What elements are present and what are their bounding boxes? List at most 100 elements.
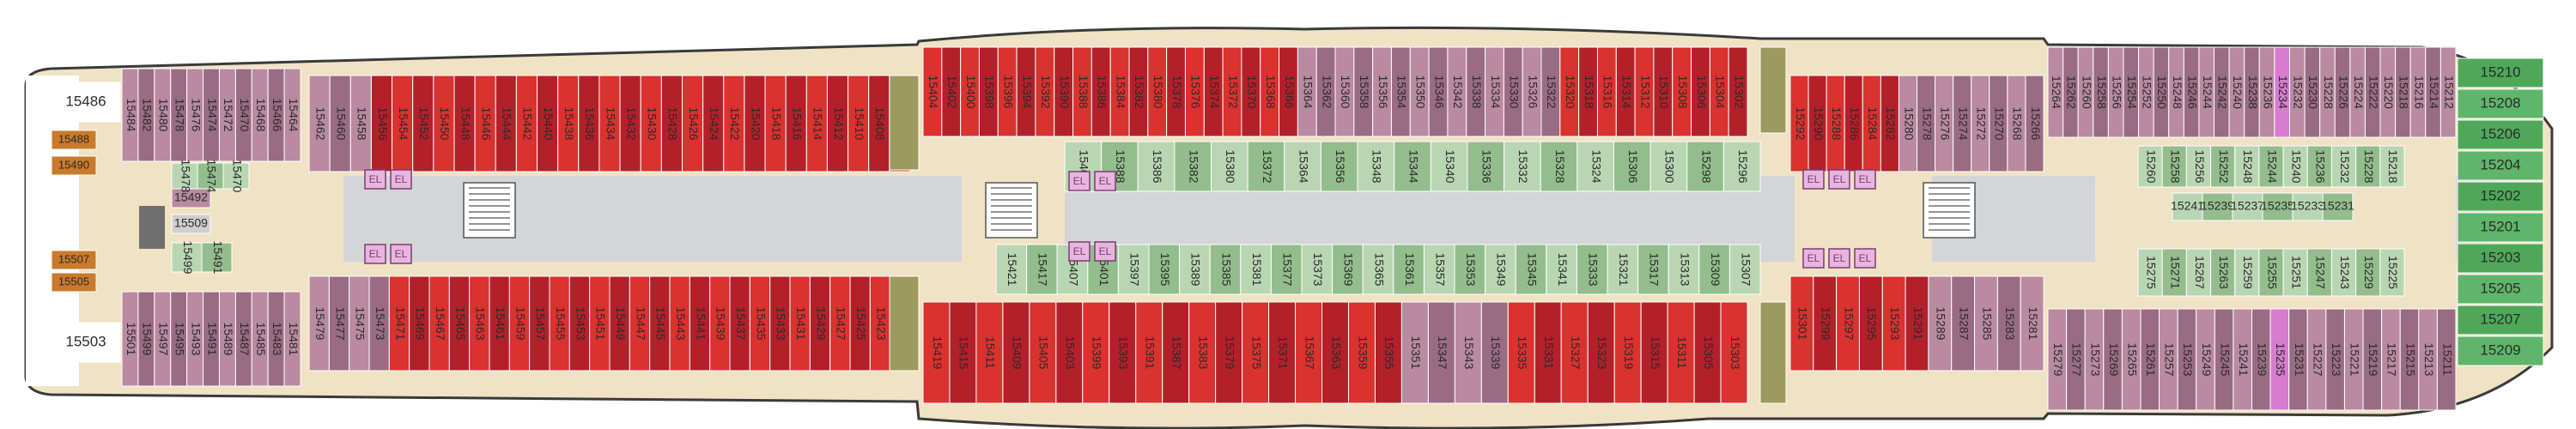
- cabin-aft-inner-bottom: 15243: [2330, 248, 2357, 297]
- cabin-number: 15304: [1714, 76, 1728, 109]
- cabin-number: 15269: [2107, 343, 2121, 377]
- cabin-foremid-bottom: 15479: [308, 275, 330, 372]
- cabin-number: 15302: [1732, 76, 1746, 109]
- elevator-icon: EL: [390, 244, 412, 264]
- cabin-number: 15433: [775, 307, 788, 341]
- cabin-number: 15478: [173, 99, 186, 132]
- cabin-number: 15437: [734, 307, 748, 341]
- cabin-foremid-bottom: 15461: [489, 275, 510, 372]
- cabin-number: 15251: [2289, 256, 2303, 289]
- cabin-box: [1996, 275, 2021, 372]
- cabin-forward-bottom: 15487: [234, 291, 252, 387]
- cabin-foremid-bottom: 15455: [549, 275, 570, 372]
- cabin-number: 15334: [1489, 76, 1503, 109]
- cabin-number: 15495: [173, 323, 186, 356]
- stairs-icon: [1923, 182, 1976, 239]
- cabin-aft-top: 15232: [2288, 46, 2306, 138]
- cabin-mid-top: 15378: [1166, 46, 1186, 137]
- cabin-number: 15403: [1064, 336, 1078, 370]
- cabin-olive: [1759, 301, 1787, 404]
- cabin-number: 15505: [58, 275, 89, 287]
- cabin-number: 15271: [2169, 256, 2183, 289]
- cabin-number: 15201: [2480, 218, 2520, 234]
- cabin-number: 15231: [2321, 199, 2354, 213]
- cabin-number: 15395: [1158, 253, 1172, 287]
- cabin-mid-bottom: 15387: [1162, 301, 1190, 404]
- cabin-box: [2457, 243, 2544, 274]
- cabin-number: 15217: [2385, 343, 2399, 377]
- cabin-aft-bottom: 15213: [2418, 308, 2438, 411]
- cabin-aft-bottom: 15231: [2288, 308, 2308, 411]
- cabin-aft-bottom: 15239: [2251, 308, 2271, 411]
- cabin-mid-top: 15346: [1428, 46, 1449, 137]
- cabin-box: [1055, 301, 1084, 404]
- cabin-number: 15371: [1276, 336, 1290, 370]
- cabin-number: 15231: [2293, 343, 2306, 377]
- elevator-glyph: EL: [1859, 173, 1872, 185]
- cabin-number: 15357: [1433, 253, 1447, 287]
- cabin-number: 15465: [453, 307, 467, 341]
- cabin-foremid-bottom: 15439: [709, 275, 731, 372]
- elevator-box: [1094, 241, 1116, 262]
- cabin-number: 15280: [1902, 107, 1916, 141]
- cabin-foremid-bottom: 15463: [469, 275, 490, 372]
- cabin-box: [2185, 145, 2212, 188]
- cabin-number: 15468: [254, 99, 268, 132]
- cabin-number: 15242: [2216, 76, 2230, 109]
- cabin-box: [2306, 248, 2332, 297]
- cabin-mid-top: 15398: [978, 46, 999, 137]
- cabin-number: 15324: [1589, 150, 1603, 184]
- cabin-mid-bottom: 15303: [1720, 301, 1748, 404]
- cabin-mid-inner-bottom: 15313: [1668, 244, 1700, 295]
- elevator-glyph: EL: [1073, 175, 1086, 187]
- cabin-foremid-top: 15420: [744, 75, 766, 172]
- cabin-mid-inner-bottom: 15397: [1117, 244, 1150, 295]
- cabin-number: 15445: [654, 307, 668, 341]
- cabin-number: 15490: [58, 158, 89, 171]
- cabin-aft-inner-bottom: 15255: [2258, 248, 2284, 297]
- cabin-number: 15331: [1542, 336, 1556, 370]
- cabin-number: 15305: [1702, 336, 1716, 370]
- cabin-forward: 15503: [51, 322, 121, 363]
- cabin-mid-top: 15394: [1016, 46, 1036, 137]
- cabin-number: 15312: [1638, 76, 1652, 109]
- cabin-number: 15288: [1830, 107, 1844, 141]
- cabin-number: 15259: [2241, 256, 2255, 289]
- cabin-mid-top: 15404: [922, 46, 943, 137]
- cabin-box: [723, 75, 745, 172]
- cabin-mid-bottom: 15383: [1188, 301, 1217, 404]
- cabin-mid-inner-bottom: 15361: [1393, 244, 1425, 295]
- cabin-number: 15354: [1395, 76, 1409, 109]
- cabin-number: 15284: [1866, 107, 1880, 141]
- cabin-foremid-top: 15412: [826, 75, 849, 172]
- cabin-aft-bottom: 15249: [2196, 308, 2215, 411]
- cabin-mid-inner-top: 15348: [1357, 141, 1395, 192]
- cabin-aftmid-bottom: 15293: [1881, 275, 1906, 372]
- elevator-icon: EL: [1094, 241, 1116, 262]
- cabin-number: 15364: [1302, 76, 1315, 109]
- cabin-box: [412, 75, 434, 172]
- cabin-mid-inner-bottom: 15317: [1637, 244, 1669, 295]
- cabin-number: 15408: [873, 107, 887, 141]
- cabin-number: 15420: [749, 107, 762, 141]
- cabin-foremid-bottom: 15437: [729, 275, 750, 372]
- cabin-aft-top: 15226: [2334, 46, 2350, 138]
- cabin-box: [51, 82, 121, 123]
- cabin-aftmid-top: 15268: [2007, 75, 2026, 172]
- cabin-mid-inner-bottom: 15395: [1148, 244, 1181, 295]
- cabin-box: [1722, 141, 1761, 192]
- cabin-aft-top: 15264: [2047, 46, 2063, 138]
- cabin-mid-top: 15370: [1241, 46, 1261, 137]
- cabin-mid-bottom: 15359: [1347, 301, 1376, 404]
- cabin-box: [1974, 275, 1998, 372]
- cabin-foremid-top: 15444: [495, 75, 517, 172]
- cabin-mid-inner-bottom: 15309: [1698, 244, 1730, 295]
- cabin-box: [868, 75, 890, 172]
- cabin-foremid-bottom: 15429: [809, 275, 831, 372]
- cabin-aft-bottom: 15279: [2047, 308, 2068, 411]
- cabin-foremid-bottom: 15427: [829, 275, 851, 372]
- cabin-foremid-bottom: 15449: [609, 275, 630, 372]
- cabin-forward-bottom: 15481: [283, 291, 301, 387]
- cabin-number: 15355: [1382, 336, 1396, 370]
- cabin-mid-bottom: 15411: [975, 301, 1004, 404]
